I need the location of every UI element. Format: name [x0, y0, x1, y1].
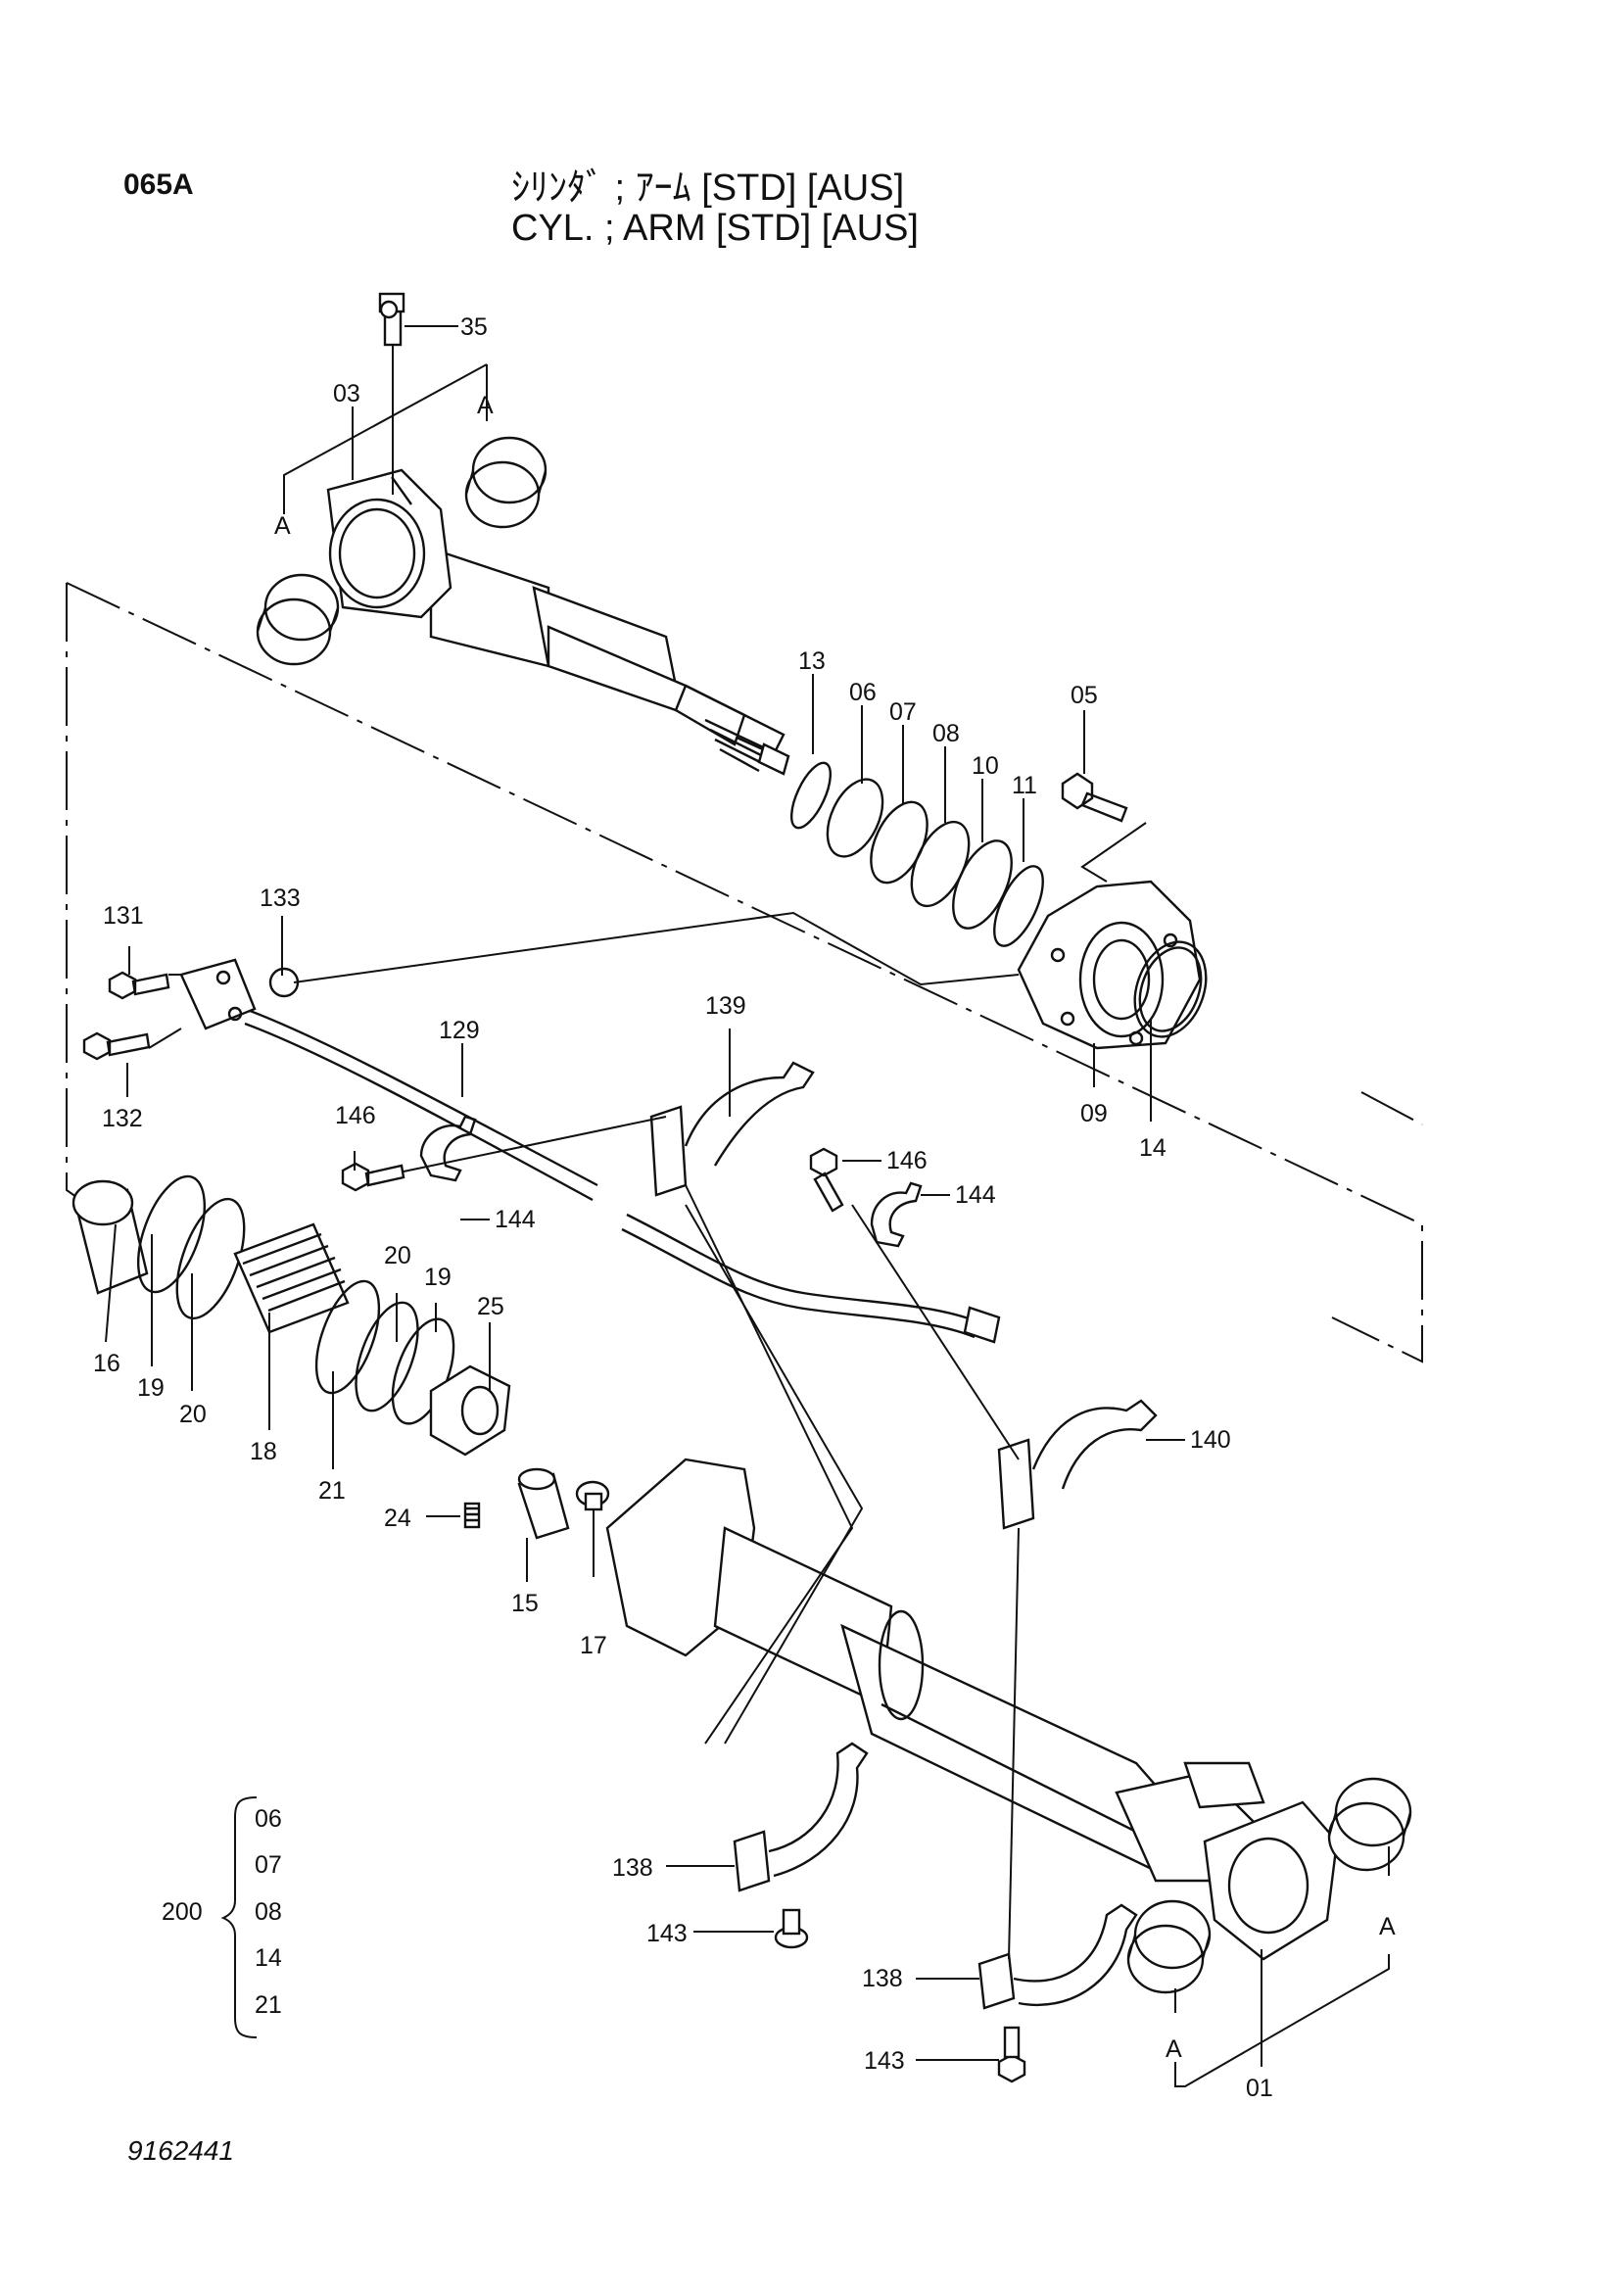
callout-140: 140 [1190, 1426, 1231, 1454]
callout-35: 35 [460, 313, 488, 341]
callout-07: 07 [889, 698, 917, 726]
plug [575, 1480, 610, 1577]
grease-fitting [378, 292, 405, 495]
callout-14: 14 [1139, 1134, 1167, 1162]
kit-number: 200 [162, 1898, 203, 1926]
callout-06: 06 [849, 679, 877, 706]
callout-09: 09 [1080, 1100, 1108, 1127]
callout-143-upper: 143 [646, 1920, 688, 1947]
leader-lines [105, 325, 1390, 2087]
callout-146-right: 146 [886, 1147, 928, 1174]
piston-nut-collar [517, 1467, 570, 1540]
callout-05: 05 [1071, 682, 1098, 709]
bolt-146-left [341, 1162, 405, 1192]
rod-seals [789, 761, 1044, 947]
cylinder-tube [605, 1458, 1339, 1961]
hydraulic-pipe [244, 1007, 1001, 1344]
callout-11: 11 [1012, 772, 1037, 799]
callout-08: 08 [932, 720, 960, 747]
callout-24: 24 [384, 1505, 411, 1532]
kit-item: 14 [255, 1944, 282, 1972]
clamp-144-right [870, 1181, 923, 1248]
bolt-146-right [809, 1147, 844, 1213]
diagram-code: 065A [123, 168, 194, 201]
callout-10: 10 [972, 752, 999, 780]
callout-131: 131 [103, 902, 144, 930]
bolt-143-upper [774, 1908, 809, 1949]
assembly-outline [66, 582, 1423, 1363]
callout-15: 15 [511, 1590, 539, 1617]
callout-20-left: 20 [179, 1401, 207, 1428]
kit-item: 06 [255, 1805, 282, 1833]
head-bolt [1061, 772, 1128, 823]
kit-brace [220, 1796, 258, 2038]
pipe-flange [179, 958, 257, 1030]
callout-18: 18 [250, 1438, 277, 1465]
tube-bushing-left [1126, 1899, 1212, 1994]
callout-20-right: 20 [384, 1242, 411, 1269]
callout-a-right: A [1379, 1913, 1396, 1940]
callout-16: 16 [93, 1350, 120, 1377]
rod-eye-bushing-right [464, 436, 548, 529]
bolt-143-lower [997, 2026, 1026, 2083]
sheet-number: 9162441 [127, 2135, 235, 2166]
tube-bushing-right [1327, 1777, 1412, 1872]
title-english: CYL. ; ARM [STD] [AUS] [511, 208, 919, 249]
clamp-144-left [419, 1115, 477, 1182]
piston-assembly [71, 1174, 511, 1457]
callout-139: 139 [705, 992, 746, 1020]
clamp-138-upper [733, 1742, 869, 1892]
callout-129: 129 [439, 1017, 480, 1044]
cylinder-head [1017, 880, 1208, 1050]
callout-19-left: 19 [137, 1374, 165, 1402]
callout-21: 21 [318, 1477, 346, 1505]
callout-146-left: 146 [335, 1102, 376, 1129]
flange-bolts [82, 971, 170, 1061]
callout-138-upper: 138 [612, 1854, 653, 1882]
callout-143-lower: 143 [864, 2047, 905, 2075]
callout-13: 13 [798, 647, 826, 675]
callout-03: 03 [333, 380, 360, 407]
piston-rod [429, 547, 790, 776]
kit-item: 07 [255, 1851, 282, 1879]
callout-a-top: A [477, 392, 494, 419]
callout-144-left: 144 [495, 1206, 536, 1233]
callout-01: 01 [1246, 2075, 1273, 2102]
kit-item: 08 [255, 1898, 282, 1926]
set-screw [463, 1502, 481, 1529]
kit-item: 21 [255, 1991, 282, 2019]
callout-132: 132 [102, 1105, 143, 1132]
callout-25: 25 [477, 1293, 504, 1320]
rod-eye [326, 468, 452, 619]
clamp-138-lower [977, 1903, 1138, 2010]
callout-a-bottom: A [1166, 2035, 1182, 2063]
callout-133: 133 [260, 885, 301, 912]
flange-oring [268, 967, 300, 998]
callout-17: 17 [580, 1632, 607, 1659]
callout-138-lower: 138 [862, 1965, 903, 1992]
rod-eye-bushing-left [256, 573, 340, 666]
clamp-139 [649, 1061, 815, 1197]
callout-a-left: A [274, 512, 291, 540]
clamp-140 [997, 1399, 1158, 1530]
title-japanese: ｼﾘﾝﾀﾞ ; ｱｰﾑ [STD] [AUS] [511, 167, 905, 209]
callout-19-right: 19 [424, 1264, 452, 1291]
callout-144-right: 144 [955, 1181, 996, 1209]
